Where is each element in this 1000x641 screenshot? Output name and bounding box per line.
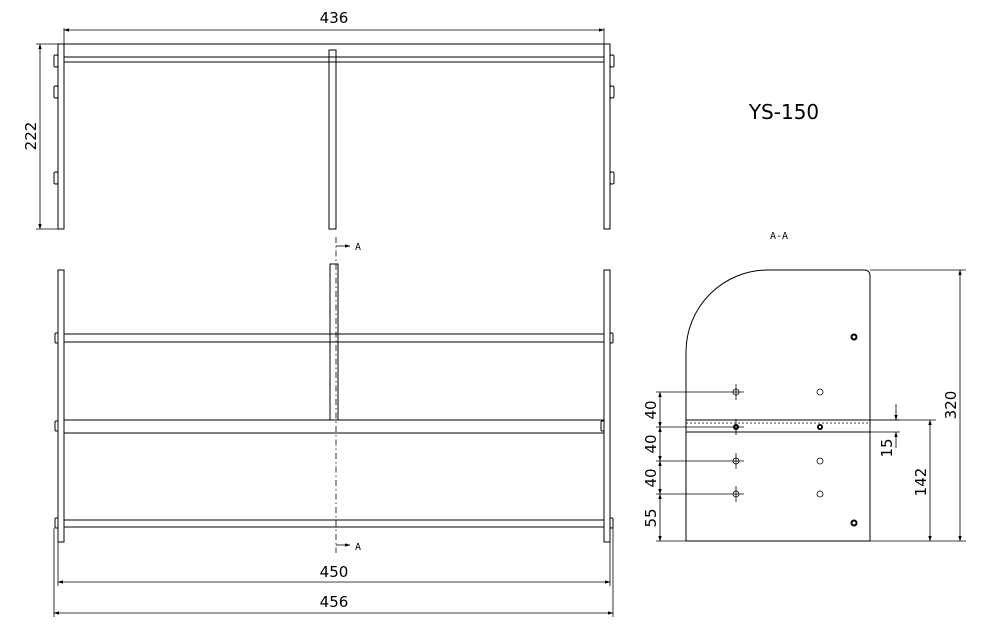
front-view: A A 450 456 [53,237,614,617]
total-height-dim: 320 [942,391,960,420]
top-height-dim: 222 [22,122,40,151]
model-title: YS-150 [748,100,819,124]
top-width-dim: 436 [320,9,349,27]
shelf-height-dim: 142 [912,468,930,497]
front-outer-width-dim: 456 [320,593,349,611]
section-view: A-A 40 40 40 55 [642,231,966,542]
section-marker-top: A [355,242,361,253]
hole-dim-1: 40 [642,400,660,419]
hole-dim-4: 55 [642,508,660,527]
section-label: A-A [770,231,788,242]
front-inner-width-dim: 450 [320,563,349,581]
hole-dim-3: 40 [642,468,660,487]
top-view: 436 222 [22,9,615,230]
section-marker-bottom: A [355,542,361,553]
shelf-thickness-dim: 15 [878,438,896,457]
hole-dim-2: 40 [642,434,660,453]
